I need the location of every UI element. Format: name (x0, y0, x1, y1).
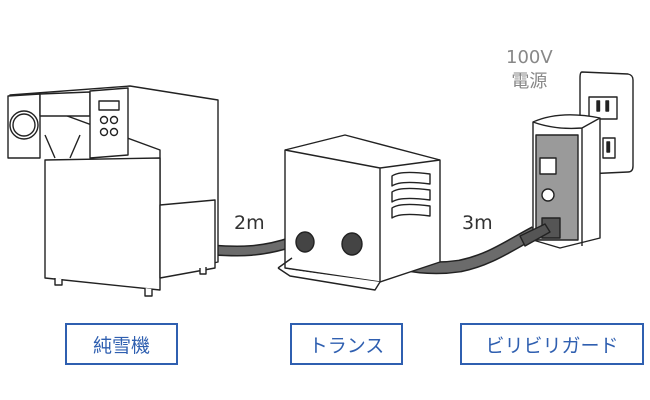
biribiri-guard-illustration (519, 114, 601, 249)
label-guard: ビリビリガード (460, 323, 644, 365)
cable-length-3m: 3m (462, 212, 493, 234)
transformer-illustration (277, 134, 441, 291)
power-source-text: 電源 (511, 71, 548, 92)
label-transformer: トランス (290, 323, 403, 365)
snow-machine-illustration (7, 85, 219, 297)
cable-length-2m: 2m (234, 212, 265, 234)
power-source-label: 100V 電源 (506, 46, 553, 94)
label-machine: 純雪機 (65, 323, 178, 365)
voltage-text: 100V (506, 47, 553, 68)
